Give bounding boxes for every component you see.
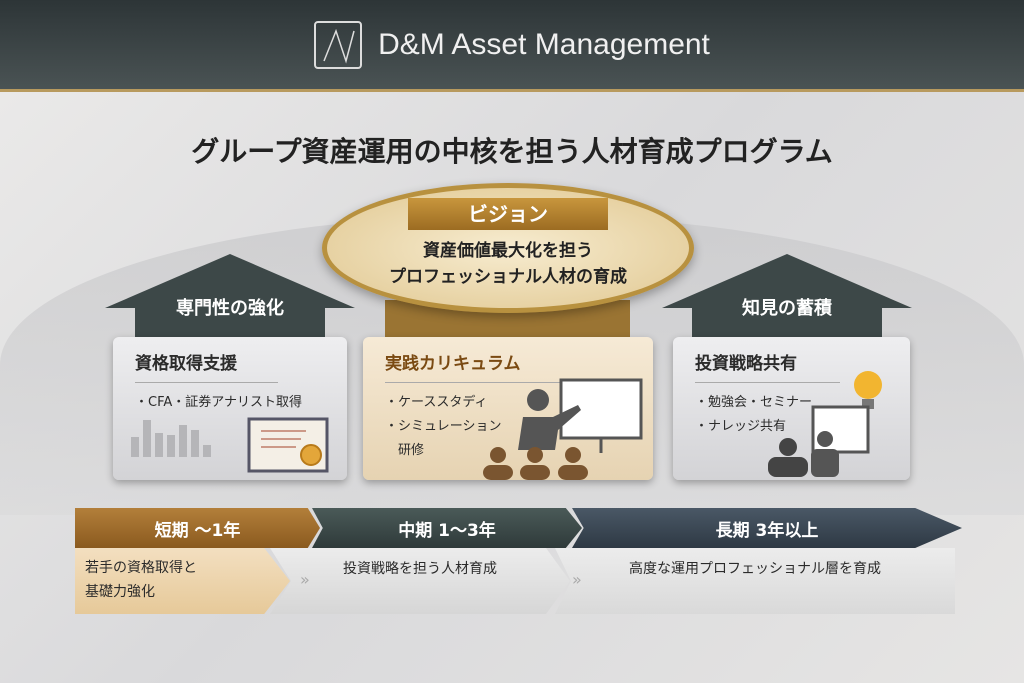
chevron-icon: » [300,570,310,589]
pillar-arrow-expertise: 専門性の強化 [105,254,355,342]
page-title: グループ資産運用の中核を担う人材育成プログラム [191,135,833,168]
logo-icon [314,20,363,69]
chevron-icon: » [572,570,582,589]
card-item: ・ケーススタディ [385,395,488,410]
pillar-label: 知見の蓄積 [742,298,832,319]
pillar-arrow-knowledge: 知見の蓄積 [662,254,912,342]
brand-name: D&M Asset Management [378,27,710,61]
short-term-desc: 若手の資格取得と基礎力強化 [75,548,290,614]
card-item: ・ナレッジ共有 [695,419,787,434]
card-title: 実践カリキュラム [385,349,570,383]
card-strategy: 投資戦略共有 ・勉強会・セミナー・ナレッジ共有 [673,337,910,480]
lightbulb-meeting-icon [768,371,882,477]
certificate-icon [131,417,329,473]
desc-line: 若手の資格取得と [85,560,197,576]
mid-term-desc: 投資戦略を担う人材育成 [270,548,570,614]
card-item: 研修 [385,443,425,458]
vision-badge: ビジョン 資産価値最大化を担うプロフェッショナル人材の育成 [322,183,694,313]
vision-line1: 資産価値最大化を担う [423,241,593,261]
card-curriculum: 実践カリキュラム ・ケーススタディ・シミュレーション 研修 [363,337,653,480]
timeline-long-term: 長期 3年以上 [572,508,962,548]
vision-label: ビジョン [408,198,608,230]
pillar-label: 専門性の強化 [176,298,284,319]
timeline-short-term: 短期 〜1年 [75,508,320,548]
timeline-mid-term: 中期 1〜3年 [312,508,582,548]
presentation-icon [483,378,643,480]
desc-line: 基礎力強化 [85,584,155,600]
card-item: ・勉強会・セミナー [695,395,813,410]
card-item: ・シミュレーション [385,419,502,434]
vision-line2: プロフェッショナル人材の育成 [389,267,627,287]
card-item: ・CFA・証券アナリスト取得 [135,395,302,410]
card-certification: 資格取得支援 ・CFA・証券アナリスト取得 [113,337,347,480]
card-title: 資格取得支援 [135,349,278,383]
card-title: 投資戦略共有 [695,349,840,383]
header: D&M Asset Management [0,0,1024,92]
long-term-desc: 高度な運用プロフェッショナル層を育成 [555,548,955,614]
